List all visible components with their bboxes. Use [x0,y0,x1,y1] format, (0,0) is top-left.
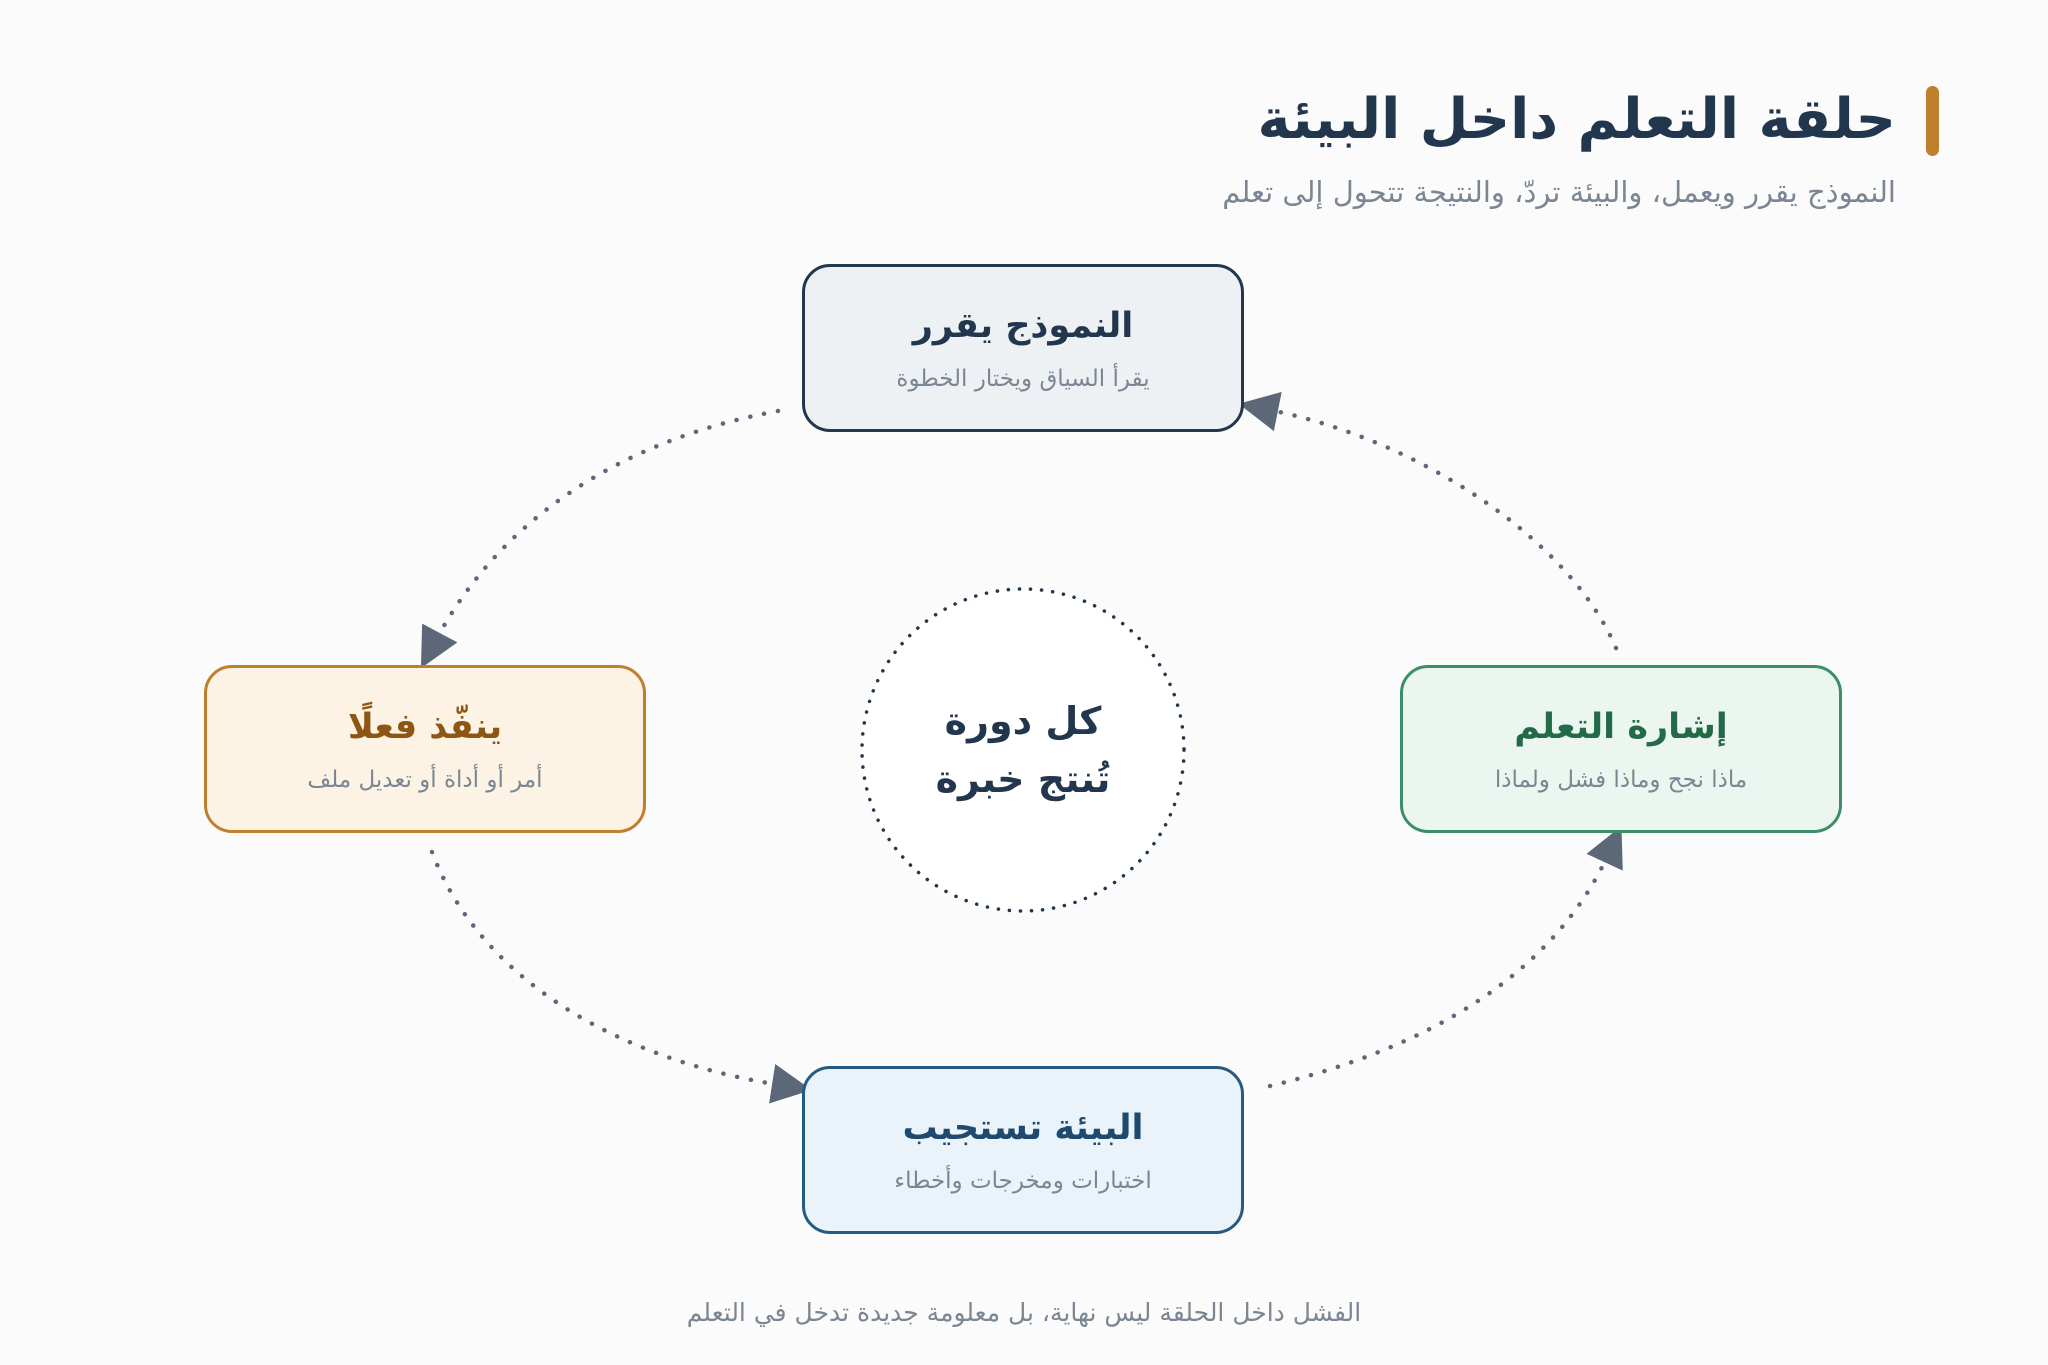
page-title: حلقة التعلم داخل البيئة [1257,87,1896,152]
arrow-signal-to-decide [1238,391,1619,651]
footer-note: الفشل داخل الحلقة ليس نهاية، بل معلومة ج… [686,1298,1362,1327]
node-executes-action-desc: أمر أو أداة أو تعديل ملف [307,767,543,793]
node-environment-responds-desc: اختبارات ومخرجات وأخطاء [894,1168,1152,1194]
title-accent-bar [1926,86,1939,156]
node-learning-signal-title: إشارة التعلم [1514,707,1728,747]
arrow-decide-to-act [420,408,781,669]
center-label-line-1: كل دورة [944,699,1102,743]
node-environment-responds: البيئة تستجيب اختبارات ومخرجات وأخطاء [802,1066,1244,1234]
arrow-act-to-environment [429,849,812,1104]
node-learning-signal: إشارة التعلم ماذا نجح وماذا فشل ولماذا [1400,665,1842,833]
node-executes-action-title: ينفّذ فعلًا [347,707,503,747]
center-dotted-circle [860,587,1186,913]
node-learning-signal-desc: ماذا نجح وماذا فشل ولماذا [1494,767,1748,793]
page-subtitle: النموذج يقرر ويعمل، والبيئة تردّ، والنتي… [1222,175,1896,209]
node-executes-action: ينفّذ فعلًا أمر أو أداة أو تعديل ملف [204,665,646,833]
center-label: كل دورة تُنتج خبرة [861,588,1185,912]
center-label-line-2: تُنتج خبرة [935,757,1111,801]
node-model-decides: النموذج يقرر يقرأ السياق ويختار الخطوة [802,264,1244,432]
node-model-decides-desc: يقرأ السياق ويختار الخطوة [896,366,1150,392]
node-model-decides-title: النموذج يقرر [912,306,1134,346]
arrow-environment-to-signal [1267,825,1623,1089]
node-environment-responds-title: البيئة تستجيب [902,1108,1144,1148]
